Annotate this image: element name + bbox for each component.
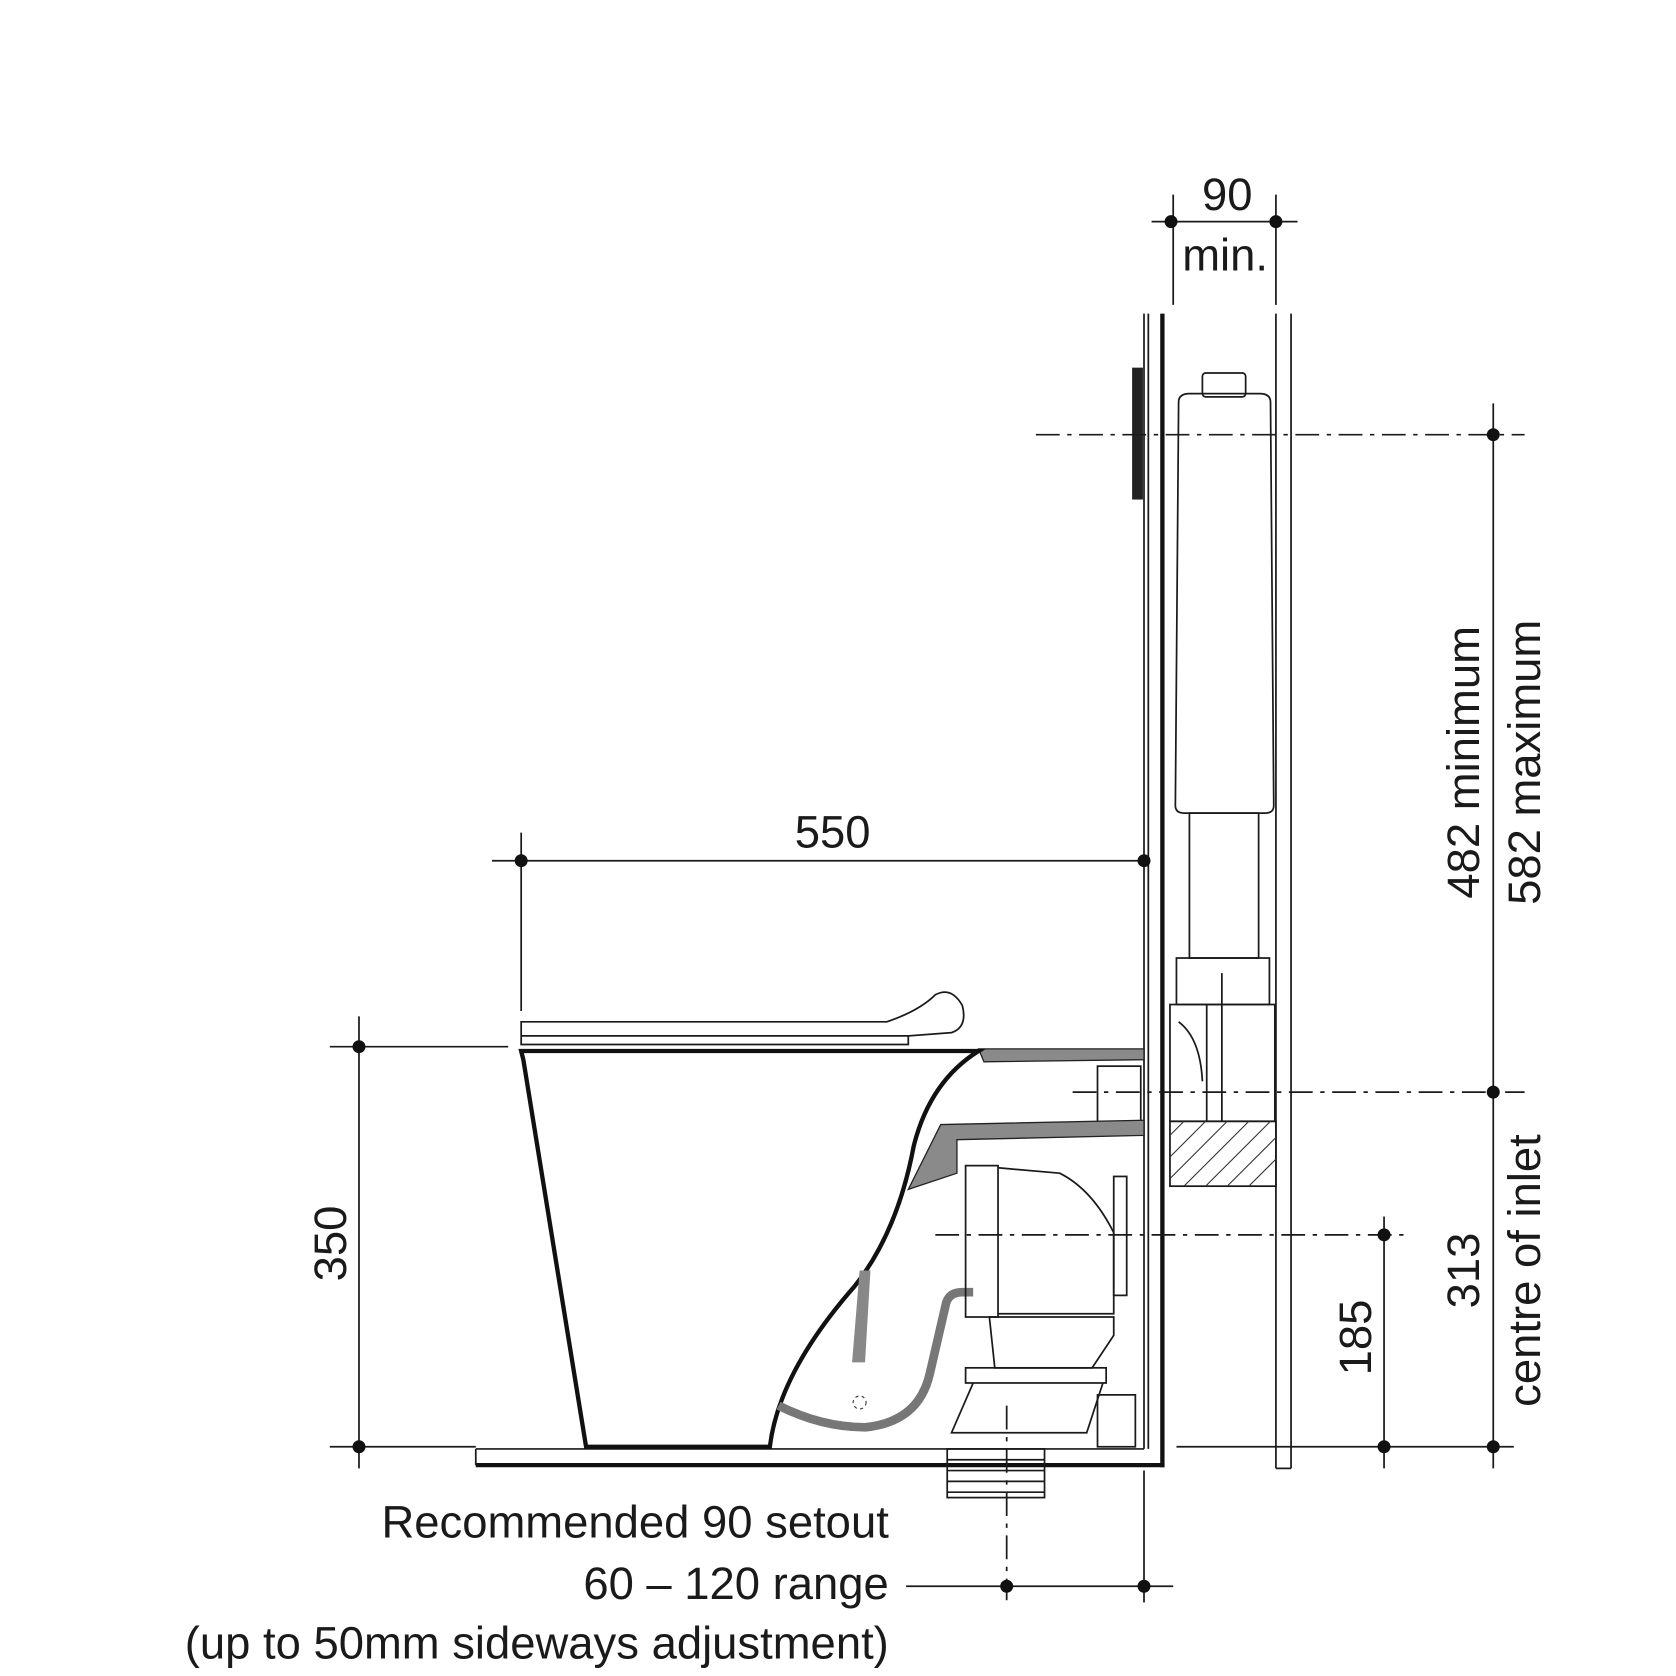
in-wall-cistern	[1169, 372, 1277, 1188]
dim-min-label: min.	[1182, 229, 1268, 280]
pan-connector	[950, 1164, 1137, 1448]
floor	[474, 1448, 1165, 1468]
dim-550-label: 550	[795, 807, 871, 858]
wall	[1143, 313, 1292, 1470]
centre-of-inlet-label: centre of inlet	[1499, 1134, 1550, 1407]
dim-350: 350	[305, 1016, 509, 1469]
flush-button	[1132, 367, 1143, 500]
dim-185-label: 185	[1330, 1300, 1381, 1376]
toilet-pan	[518, 1048, 987, 1449]
dim-wall-cavity: 90 min.	[1151, 169, 1298, 305]
dim-482-label: 482 minimum	[1438, 626, 1489, 899]
inlet-connector	[907, 1048, 1145, 1191]
setout-note-1: Recommended 90 setout	[381, 1497, 889, 1548]
outlet-pipe	[946, 1448, 1046, 1499]
setout-note-2: 60 – 120 range	[583, 1558, 889, 1609]
dim-setout: Recommended 90 setout 60 – 120 range (up…	[185, 1470, 1174, 1669]
dim-90-label: 90	[1202, 169, 1253, 220]
dim-350-label: 350	[305, 1206, 356, 1282]
setout-note-3: (up to 50mm sideways adjustment)	[185, 1618, 889, 1669]
dim-right: 482 minimum 582 maximum 313 centre of in…	[1176, 403, 1550, 1469]
dim-185: 185	[1330, 1216, 1391, 1469]
toilet-seat	[520, 991, 965, 1046]
dim-550: 550	[491, 807, 1151, 1012]
dim-313-label: 313	[1438, 1233, 1489, 1309]
dim-582-label: 582 maximum	[1499, 620, 1550, 905]
